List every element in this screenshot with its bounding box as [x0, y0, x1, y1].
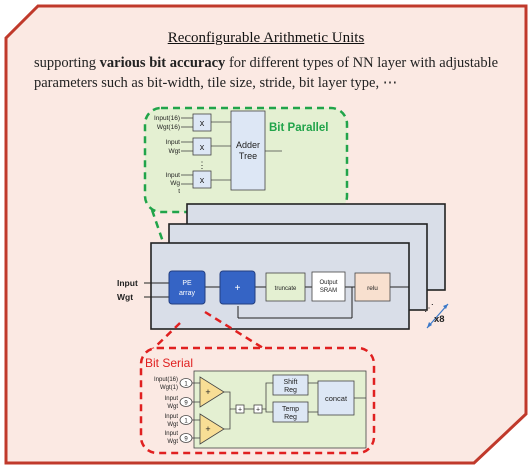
svg-text:Output: Output — [319, 280, 337, 286]
bp-input-3b: Wg — [170, 180, 180, 187]
bp-mult-3 — [192, 170, 212, 189]
svg-text:Adder: Adder — [236, 140, 260, 150]
svg-text:relu: relu — [367, 285, 378, 292]
svg-text:Reg: Reg — [284, 387, 297, 394]
bp-input-2a: Input — [166, 139, 181, 146]
bs-input-2b: Wgt — [167, 404, 178, 410]
svg-text:9: 9 — [184, 437, 188, 443]
adder-tree — [230, 110, 266, 191]
bit-serial-block: Bit Serial Input(16) Wgt(1) Input Wgt In… — [139, 346, 376, 455]
bs-input-4b: Wgt — [167, 439, 178, 445]
bs-input-3b: Wgt — [167, 422, 178, 428]
svg-text:Shift: Shift — [283, 379, 297, 386]
shift-reg — [272, 374, 309, 396]
concat-block — [317, 380, 355, 416]
svg-text:+: + — [235, 283, 241, 294]
bp-dots: ⋮ — [198, 160, 207, 170]
bit-parallel-label: Bit Parallel — [269, 122, 328, 134]
pe-wgt-label: Wgt — [117, 292, 133, 302]
svg-text:1: 1 — [184, 382, 188, 388]
svg-text:1: 1 — [184, 419, 188, 425]
svg-text:SRAM: SRAM — [320, 288, 337, 294]
bs-plus-2 — [253, 404, 263, 414]
bp-input-3c: t — [178, 188, 180, 195]
layer-count: x8 — [434, 314, 445, 325]
bs-input-4a: Input — [165, 431, 179, 437]
svg-text:PE: PE — [182, 280, 192, 287]
bs-input-1a: Input(16) — [154, 377, 178, 383]
bp-input-1b: Wgt(16) — [157, 124, 180, 131]
description-text: supporting various bit accuracy for diff… — [34, 55, 499, 91]
svg-text:Temp: Temp — [282, 406, 299, 413]
svg-text:+: + — [205, 424, 210, 434]
svg-text:Tree: Tree — [239, 151, 257, 161]
svg-text:Reg: Reg — [284, 414, 297, 421]
bp-input-1a: Input(16) — [154, 115, 180, 122]
bs-input-2a: Input — [165, 396, 179, 402]
svg-text:x: x — [200, 175, 205, 185]
svg-text:x: x — [200, 118, 205, 128]
bs-input-3a: Input — [165, 414, 179, 420]
bs-input-1b: Wgt(1) — [160, 385, 178, 391]
bp-input-2b: Wgt — [168, 148, 180, 155]
bit-parallel-block: Bit Parallel Input(16) Wgt(16) Input Wgt… — [143, 106, 349, 214]
svg-text:+: + — [238, 407, 242, 414]
bp-mult-1 — [192, 113, 212, 132]
svg-text:x: x — [200, 142, 205, 152]
svg-text:+: + — [256, 407, 260, 414]
bs-plus-1 — [235, 404, 245, 414]
svg-text:9: 9 — [184, 401, 188, 407]
layer-ellipsis: ⋰ — [424, 303, 434, 314]
bp-input-3a: Input — [166, 172, 181, 179]
svg-text:truncate: truncate — [275, 286, 297, 292]
relu-block — [354, 272, 391, 302]
page-title: Reconfigurable Arithmetic Units — [167, 30, 365, 46]
description-emphasis: various bit accuracy — [99, 55, 226, 71]
bs-adder-top — [199, 376, 225, 408]
output-sram-block — [311, 271, 346, 302]
bit-serial-label: Bit Serial — [145, 356, 193, 370]
pe-accumulator — [219, 270, 256, 305]
svg-text:concat: concat — [325, 394, 348, 403]
bp-mult-2 — [192, 137, 212, 156]
temp-reg — [272, 401, 309, 423]
pe-array — [168, 270, 206, 305]
pe-layer-stack: Input Wgt PE array + truncate Output SRA… — [117, 203, 449, 330]
svg-text:array: array — [179, 290, 195, 297]
bs-adder-bottom — [199, 413, 225, 445]
truncate-block — [265, 272, 306, 302]
pe-input-label: Input — [117, 278, 138, 288]
svg-text:+: + — [205, 387, 210, 397]
